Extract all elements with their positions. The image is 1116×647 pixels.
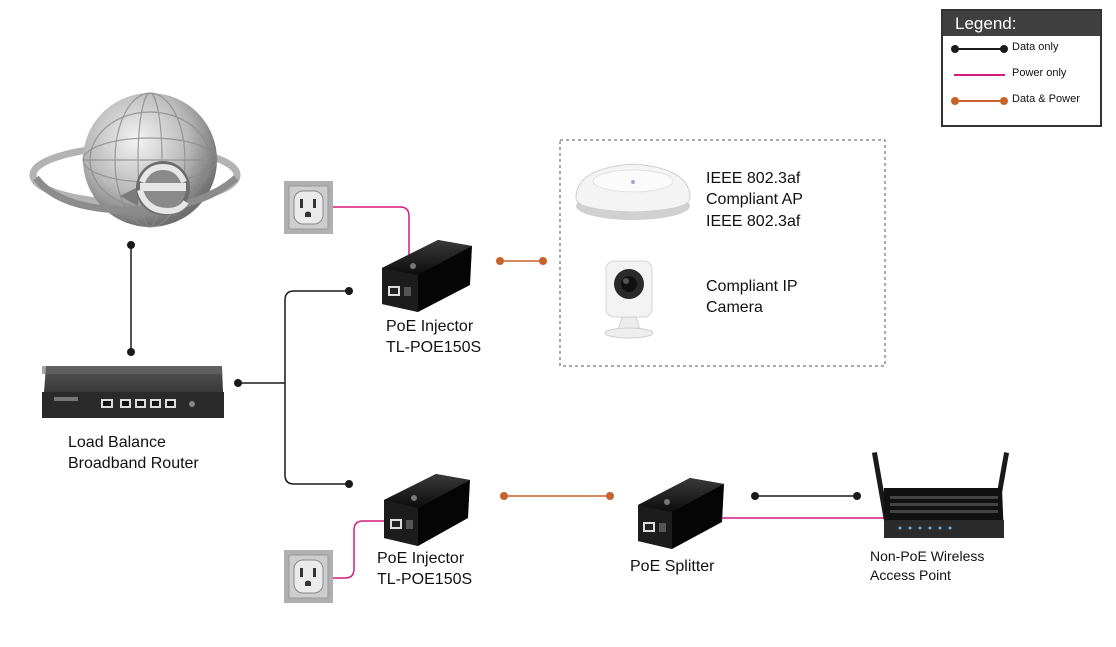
- wireless-ap-label-line1: Non-PoE Wireless: [870, 548, 985, 564]
- power-link-outlet-injector-top: [333, 206, 410, 258]
- legend-item-data-power: Data & Power: [943, 88, 1100, 114]
- poe-injector-bottom-device: [384, 474, 470, 546]
- wireless-ap-label: Non-PoE Wireless Access Point: [870, 547, 984, 585]
- injector-top-label: PoE Injector TL-POE150S: [386, 316, 481, 358]
- access-point-label: IEEE 802.3af Compliant AP: [706, 168, 803, 210]
- poe-devices-group-box: [559, 139, 886, 367]
- injector-top-label-line1: PoE Injector: [386, 318, 474, 335]
- router-label: Load Balance Broadband Router: [68, 432, 199, 474]
- poe-injector-top-device: [382, 240, 472, 312]
- legend-swatch-data-only: [951, 45, 1008, 53]
- power-link-outlet-injector-bottom: [333, 520, 386, 579]
- data-link-splitter-ap: [751, 492, 861, 500]
- ip-camera-label: Compliant IP Camera: [706, 276, 798, 318]
- legend-item-data-only: Data only: [943, 36, 1100, 62]
- data-power-link-injector-devices: [496, 257, 547, 265]
- legend-swatch-power-only: [954, 74, 1005, 76]
- ip-camera-label-line2: Compliant IP: [706, 278, 798, 295]
- wireless-ap-label-line2: Access Point: [870, 567, 951, 583]
- legend-title: Legend:: [943, 11, 1100, 36]
- access-point-label-line2: Compliant AP: [706, 191, 803, 208]
- ip-camera-device: [604, 260, 654, 339]
- power-outlet-bottom-icon: [284, 550, 333, 603]
- ip-camera-label-line1: IEEE 802.3af: [706, 213, 801, 230]
- injector-bottom-label: PoE Injector TL-POE150S: [377, 548, 472, 590]
- data-link-internet-router: [127, 241, 135, 356]
- ip-camera-label-line3: Camera: [706, 299, 763, 316]
- load-balance-router-device: [42, 366, 224, 418]
- ip-camera-label-top: IEEE 802.3af: [706, 211, 800, 232]
- internet-globe-icon: [29, 92, 241, 228]
- legend-label-data-power: Data & Power: [1012, 93, 1080, 105]
- legend-label-data-only: Data only: [1012, 41, 1059, 53]
- data-power-link-injector-splitter: [500, 492, 614, 500]
- legend-item-power-only: Power only: [943, 62, 1100, 88]
- connection-lines: [127, 206, 884, 579]
- data-link-router-injectors: [234, 287, 353, 488]
- access-point-label-line1: IEEE 802.3af: [706, 170, 801, 187]
- power-outlet-top-icon: [284, 181, 333, 234]
- poe-splitter-device: [638, 478, 724, 549]
- legend-swatch-data-power: [951, 97, 1008, 105]
- router-label-line1: Load Balance: [68, 434, 166, 451]
- injector-top-label-line2: TL-POE150S: [386, 339, 482, 356]
- non-poe-wireless-ap-device: [871, 452, 1010, 538]
- router-label-line2: Broadband Router: [68, 455, 199, 472]
- injector-bottom-label-line2: TL-POE150S: [377, 571, 473, 588]
- splitter-label: PoE Splitter: [630, 558, 715, 575]
- legend-label-power-only: Power only: [1012, 67, 1067, 79]
- ceiling-access-point-device: [575, 163, 691, 220]
- legend: Legend: Data only Power only Data & Powe…: [941, 9, 1102, 127]
- injector-bottom-label-line1: PoE Injector: [377, 550, 465, 567]
